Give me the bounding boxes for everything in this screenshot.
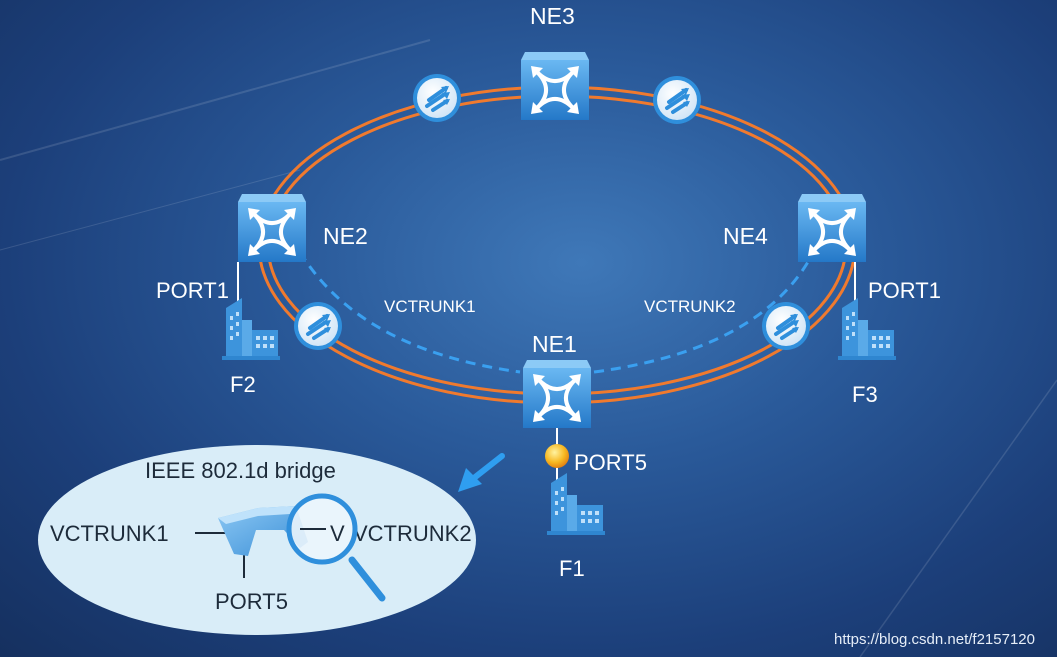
ne3-label: NE3 bbox=[530, 3, 575, 29]
callout-left-label: VCTRUNK1 bbox=[50, 521, 169, 546]
add-drop-icon bbox=[651, 74, 703, 126]
callout-arrow-icon bbox=[458, 453, 505, 492]
vctrunk2-label: VCTRUNK2 bbox=[644, 297, 736, 316]
add-drop-icon bbox=[411, 72, 463, 124]
ne1-node-icon[interactable] bbox=[521, 358, 593, 430]
magnifier-letter: V bbox=[330, 521, 345, 546]
ne3-node-icon[interactable] bbox=[519, 50, 591, 122]
site-f2-label: F2 bbox=[230, 372, 256, 397]
vctrunk1-label: VCTRUNK1 bbox=[384, 297, 476, 316]
ne2-node-icon[interactable] bbox=[236, 192, 308, 264]
ne4-port-label: PORT1 bbox=[868, 278, 941, 303]
callout-bottom-label: PORT5 bbox=[215, 589, 288, 614]
site-f2-building-icon bbox=[222, 298, 280, 360]
callout-title: IEEE 802.1d bridge bbox=[145, 458, 336, 483]
watermark-text: https://blog.csdn.net/f2157120 bbox=[834, 631, 1035, 648]
site-f1-building-icon bbox=[547, 473, 605, 535]
add-drop-icon bbox=[760, 300, 812, 352]
ne4-label: NE4 bbox=[723, 223, 768, 249]
site-f3-label: F3 bbox=[852, 382, 878, 407]
ne1-port-label: PORT5 bbox=[574, 450, 647, 475]
vctrunk2-path bbox=[593, 254, 814, 374]
ne2-label: NE2 bbox=[323, 223, 368, 249]
background-streaks bbox=[0, 39, 1057, 657]
site-f3-building-icon bbox=[838, 298, 896, 360]
add-drop-icon bbox=[292, 300, 344, 352]
ne2-port-label: PORT1 bbox=[156, 278, 229, 303]
port5-highlight-icon[interactable] bbox=[545, 444, 569, 468]
callout-right-label: VCTRUNK2 bbox=[353, 521, 472, 546]
site-f1-label: F1 bbox=[559, 556, 585, 581]
bridge-callout: IEEE 802.1d bridge VCTRUNK1 VCTRUNK2 POR… bbox=[38, 445, 476, 635]
ne1-label: NE1 bbox=[532, 331, 577, 357]
magnifier-icon: V bbox=[286, 493, 386, 602]
ne4-node-icon[interactable] bbox=[796, 192, 868, 264]
